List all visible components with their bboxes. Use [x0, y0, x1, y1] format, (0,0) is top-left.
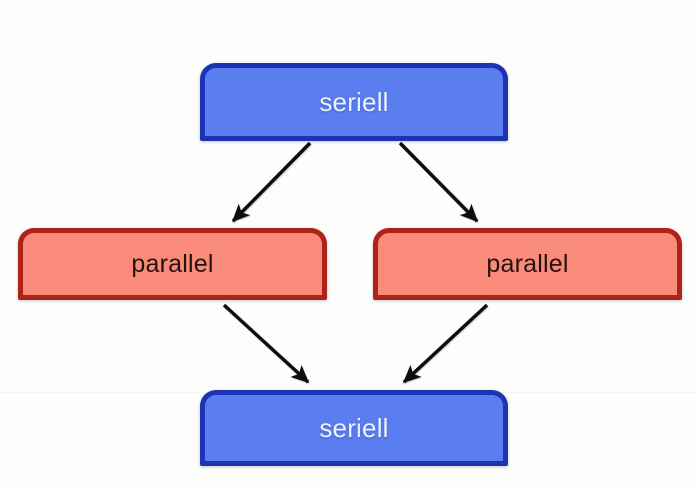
node-serial-bottom-label: seriell — [319, 412, 389, 443]
node-parallel-right-label: parallel — [486, 249, 569, 278]
node-serial-bottom[interactable]: seriell — [200, 390, 508, 466]
edge-left-to-bottom — [222, 303, 310, 384]
edge-top-to-right — [398, 141, 479, 223]
node-parallel-left-label: parallel — [131, 249, 214, 278]
edge-top-to-left — [231, 141, 312, 223]
node-serial-top-label: seriell — [319, 86, 389, 117]
node-parallel-right[interactable]: parallel — [373, 228, 682, 300]
node-serial-top[interactable]: seriell — [200, 63, 508, 141]
node-parallel-left[interactable]: parallel — [18, 228, 327, 300]
edge-right-to-bottom — [402, 303, 489, 384]
